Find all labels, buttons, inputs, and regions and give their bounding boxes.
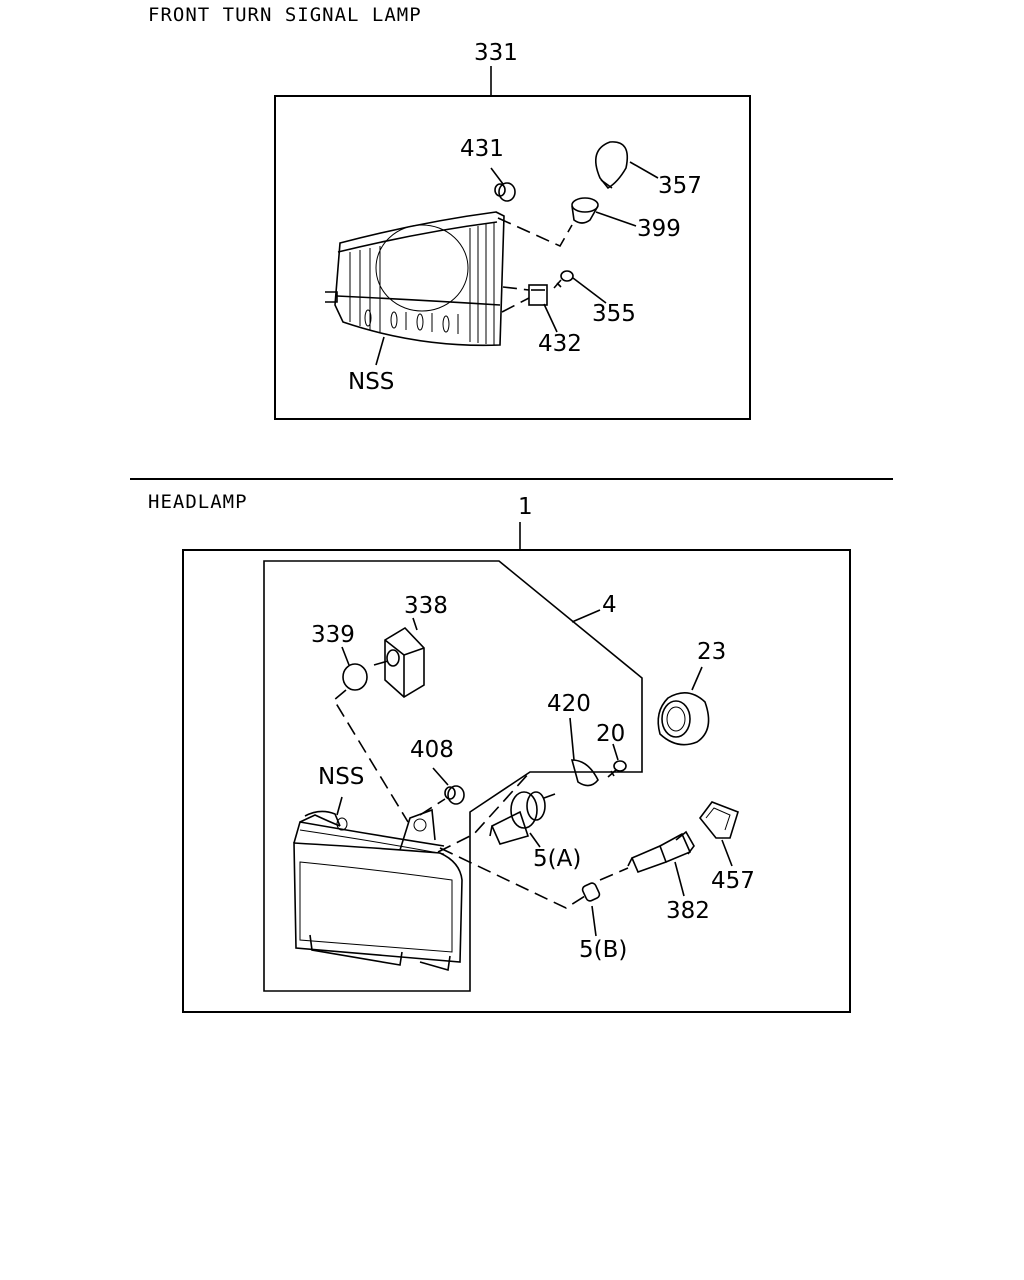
sub-assembly-4-outline	[263, 560, 643, 992]
part-357-bulb	[594, 141, 659, 190]
part-20-screw	[607, 743, 627, 778]
callout-4: 4	[602, 592, 617, 618]
callout-20: 20	[596, 721, 625, 747]
callout-331: 331	[474, 40, 518, 66]
headlamp-assembly: 1 4 338 339 23	[182, 494, 851, 1013]
part-5a-halogen-bulb	[437, 771, 556, 853]
callout-355: 355	[592, 301, 636, 327]
part-431-grommet	[490, 167, 516, 202]
callout-nss-headlamp: NSS	[318, 764, 364, 790]
part-432-clip	[501, 284, 558, 333]
turn-signal-lens	[325, 211, 505, 347]
callout-5b: 5(B)	[579, 937, 627, 963]
part-420-spring-clip	[569, 717, 599, 787]
headlamp-unit	[293, 796, 463, 972]
part-382-socket	[599, 830, 695, 897]
callout-1: 1	[518, 494, 533, 520]
callout-457: 457	[711, 868, 755, 894]
headlamp-section-title: HEADLAMP	[148, 491, 248, 513]
callout-nss-turn-signal: NSS	[348, 369, 394, 395]
callout-338: 338	[404, 593, 448, 619]
part-457-connector	[698, 801, 739, 867]
callout-432: 432	[538, 331, 582, 357]
turn-signal-assembly: 331	[274, 40, 751, 420]
callout-431: 431	[460, 136, 504, 162]
callout-399: 399	[637, 216, 681, 242]
callout-382: 382	[666, 898, 710, 924]
callout-5a: 5(A)	[533, 846, 581, 872]
part-408-grommet	[419, 767, 465, 816]
part-339-o-ring	[332, 646, 409, 823]
callout-339: 339	[311, 622, 355, 648]
callout-23: 23	[697, 639, 726, 665]
part-23-cap	[657, 666, 710, 746]
callout-357: 357	[658, 173, 702, 199]
callout-408: 408	[410, 737, 454, 763]
part-5b-small-bulb	[439, 847, 601, 937]
part-338-actuator	[373, 617, 425, 698]
callout-420: 420	[547, 691, 591, 717]
part-355-screw	[553, 270, 607, 304]
turn-signal-frame	[274, 95, 751, 420]
headlamp-frame	[182, 549, 851, 1013]
turn-signal-section-title: FRONT TURN SIGNAL LAMP	[148, 4, 422, 26]
part-399-socket	[497, 197, 637, 248]
